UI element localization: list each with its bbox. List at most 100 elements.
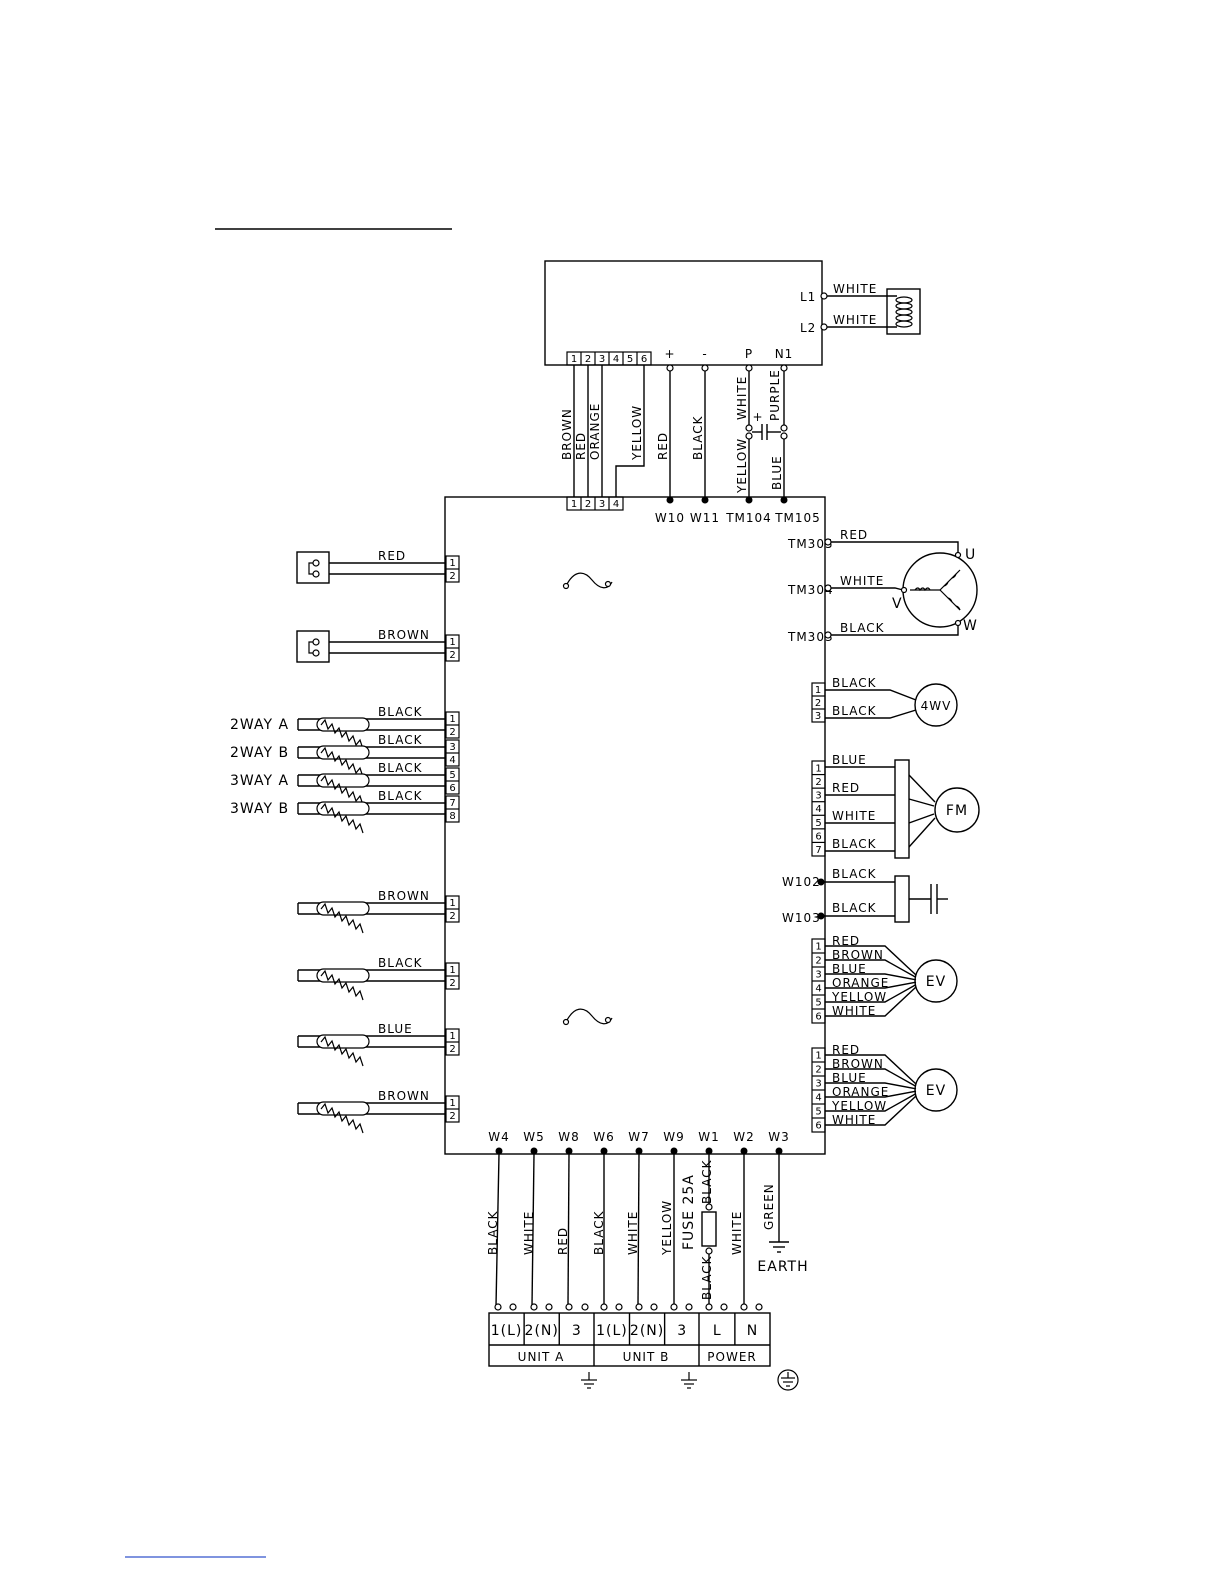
fuse-upper-wire: BLACK <box>700 1159 714 1204</box>
fuse-label: FUSE 25A <box>681 1174 697 1250</box>
fm-pin: 4 <box>815 804 821 815</box>
sensor-element <box>316 773 370 788</box>
ev-pin: 3 <box>815 1079 821 1090</box>
left-pin: 1 <box>449 898 455 909</box>
fuse-lower-wire: BLACK <box>700 1255 714 1300</box>
left-wire-label: BROWN <box>378 628 430 642</box>
left-pin: 2 <box>449 911 455 922</box>
wire-label-minus-black: BLACK <box>691 415 705 460</box>
sensor-element <box>316 801 370 816</box>
sensor-element <box>316 901 370 916</box>
fm-wire-red: RED <box>832 781 860 795</box>
ev-pin: 6 <box>815 1012 821 1023</box>
ev-wire-label: ORANGE <box>832 1085 889 1099</box>
left-pin: 7 <box>449 798 455 809</box>
terminal-l2-label: L2 <box>800 321 816 335</box>
bottom-wire-label: WHITE <box>522 1211 536 1255</box>
left-pin: 2 <box>449 727 455 738</box>
sensor-element <box>316 968 370 983</box>
fm-pin: 7 <box>815 845 821 856</box>
ev-pin: 6 <box>815 1121 821 1132</box>
cap-terminal-w102: W102 <box>782 875 821 889</box>
4wv-pin-3: 3 <box>815 711 821 722</box>
bottom-wire-label: WHITE <box>730 1211 744 1255</box>
board-pin-3: 3 <box>599 499 605 510</box>
board-bottom-terminal: W2 <box>733 1130 755 1144</box>
terminal-cell: 3 <box>572 1323 582 1339</box>
board-pin-2: 2 <box>585 499 591 510</box>
bottom-wire-label: YELLOW <box>660 1200 674 1256</box>
left-pin: 8 <box>449 811 455 822</box>
terminal-l1-label: L1 <box>800 290 816 304</box>
left-pin: 2 <box>449 1044 455 1055</box>
fm-pin: 6 <box>815 831 821 842</box>
cap-wire-2: BLACK <box>832 901 877 915</box>
left-pin: 3 <box>449 742 455 753</box>
left-pin: 1 <box>449 1031 455 1042</box>
earth-label: EARTH <box>757 1259 808 1275</box>
ground-symbol-a <box>581 1372 597 1389</box>
terminal-cell: 1(L) <box>596 1323 628 1339</box>
left-pin: 1 <box>449 1098 455 1109</box>
reactor-coil <box>886 288 921 335</box>
fm-pin: 1 <box>815 764 821 775</box>
left-wire-label: RED <box>378 549 406 563</box>
top-pin-3: 3 <box>599 354 605 365</box>
ev-wire-label: WHITE <box>832 1113 876 1127</box>
ev-pin: 2 <box>815 956 821 967</box>
ev-pin: 4 <box>815 984 821 995</box>
left-pin: 5 <box>449 770 455 781</box>
left-wire-label: BLACK <box>378 956 423 970</box>
left-component-label: 2WAY B <box>230 745 289 761</box>
ev-wire-label: BROWN <box>832 948 884 962</box>
top-module: 1 2 3 4 5 6 + - P N1 L1 L2 WHITE WHITE <box>544 260 921 372</box>
ac-symbol-lower <box>565 1008 613 1025</box>
ev-wire-label: ORANGE <box>832 976 889 990</box>
bottom-wire-label: BLACK <box>486 1210 500 1255</box>
4wv-pin-1: 1 <box>815 685 821 696</box>
board-terminal-tm104: TM104 <box>725 511 772 525</box>
left-pin: 2 <box>449 571 455 582</box>
cap-terminal-w103: W103 <box>782 911 821 925</box>
group-power: POWER <box>707 1350 756 1364</box>
group-unit-a: UNIT A <box>518 1350 565 1364</box>
four-way-valve: 1 2 3 BLACK BLACK 4WV <box>811 676 958 727</box>
sensor-element <box>316 1101 370 1116</box>
terminal-n1-label: N1 <box>775 347 794 361</box>
left-wire-label: BLUE <box>378 1022 413 1036</box>
motor-wire-black: BLACK <box>840 621 885 635</box>
motor-terminal-tm305: TM305 <box>787 537 834 551</box>
ev-wire-label: RED <box>832 934 860 948</box>
left-pin: 1 <box>449 637 455 648</box>
board-terminal-w11: W11 <box>690 511 720 525</box>
board-bottom-terminal: W5 <box>523 1130 545 1144</box>
interconnect-wires: + BROWN RED ORANGE YELLOW RED BLACK WHIT… <box>560 365 788 500</box>
ev-wire-label: WHITE <box>832 1004 876 1018</box>
sensor-element <box>316 1034 370 1049</box>
left-wire-label: BLACK <box>378 733 423 747</box>
ev-wire-label: BROWN <box>832 1057 884 1071</box>
fm-wire-black: BLACK <box>832 837 877 851</box>
ev-pin: 2 <box>815 1065 821 1076</box>
board-bottom-terminal: W6 <box>593 1130 615 1144</box>
ground-symbol-b <box>681 1372 697 1389</box>
ev-pin: 5 <box>815 998 821 1009</box>
ev-pin: 1 <box>815 1051 821 1062</box>
wire-label-n1-purple: PURPLE <box>768 369 782 421</box>
capacitor-block: W102 W103 BLACK BLACK <box>782 867 948 925</box>
ev-wire-label: RED <box>832 1043 860 1057</box>
terminal-p-label: P <box>745 347 753 361</box>
wire-label-n1-blue: BLUE <box>770 455 784 490</box>
left-pin: 1 <box>449 714 455 725</box>
l1-wire-label: WHITE <box>833 282 877 296</box>
4wv-wire-1: BLACK <box>832 676 877 690</box>
